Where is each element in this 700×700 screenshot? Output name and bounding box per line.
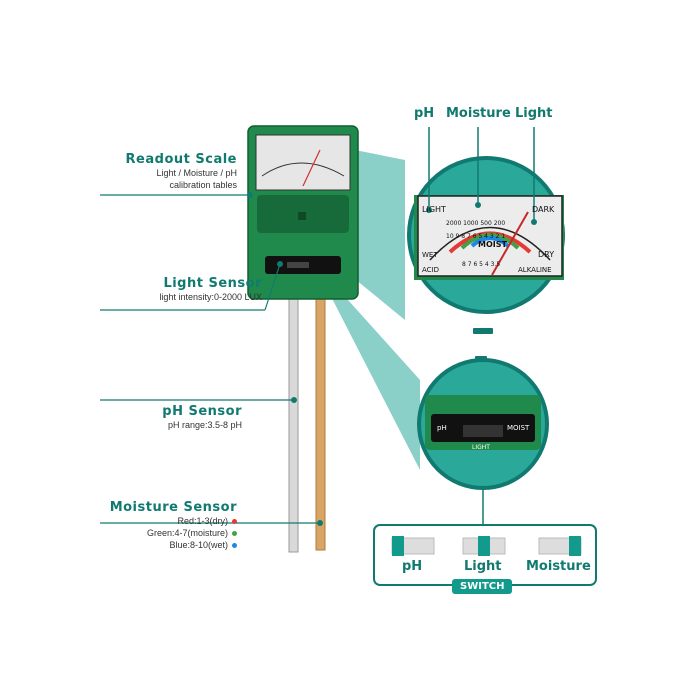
blue-dot-icon [232,543,237,549]
moisture-probe [315,289,326,551]
device-screw [298,212,306,220]
moisture-red-row: Red:1-3(dry) [87,515,237,527]
meter-acid: ACID [422,266,439,274]
device-switch-slider [287,262,309,268]
moisture-green-row: Green:4-7(moisture) [87,527,237,539]
light-switch-knob [478,536,490,556]
light-title: Light Sensor [163,276,262,291]
readout-sub2: calibration tables [169,180,237,190]
light-leader-2 [264,263,281,311]
moisture-callout: Moisture Sensor Red:1-3(dry) Green:4-7(m… [87,500,237,551]
meter-wet: WET [422,251,438,259]
ph-leader-dot [291,397,297,403]
readout-sub1: Light / Moisture / pH [156,168,237,178]
switch-panel-light: LIGHT [472,444,490,451]
meter-alkaline: ALKALINE [518,266,552,274]
ph-switch-knob [392,536,404,556]
moisture-leader-dot [317,520,323,526]
zoom-switch-slider [463,425,503,437]
light-callout: Light Sensor light intensity:0-2000 LUX [92,276,262,303]
ph-probe [288,289,299,553]
ph-title: pH Sensor [162,404,242,419]
switch-beam [320,275,420,470]
readout-callout: Readout Scale Light / Moisture / pH cali… [97,152,237,191]
ph-sub1: pH range:3.5-8 pH [167,420,242,430]
green-dot-icon [232,531,237,537]
device-readout [255,134,351,191]
zoom-arc-outer [429,226,551,261]
moisture-blue: Blue:8-10(wet) [169,540,228,550]
moisture-green: Green:4-7(moisture) [146,528,228,538]
light-leader-dot [277,261,283,267]
zoom-needle [491,211,529,276]
meter-dark: DARK [532,205,555,214]
moisture-title: Moisture Sensor [109,500,237,515]
readout-beam [350,150,405,320]
readout-title: Readout Scale [125,152,237,167]
light-pointer-dot [531,219,537,225]
moisture-switch-knob [569,536,581,556]
moisture-pointer-dot [475,202,481,208]
top-label-moisture: Moisture [446,106,511,121]
zoom-arc-green [460,233,520,250]
red-dot-icon [232,519,237,525]
meter-scale-top: 2000 1000 500 200 [446,220,505,227]
light-sub1: light intensity:0-2000 LUX [159,292,262,302]
zoom-tab [473,328,493,334]
meter-scale-ph: 8 7 6 5 4 3.5 [462,261,500,268]
legend-ph: pH [402,559,423,574]
readout-leader-dot [247,192,253,198]
ph-callout: pH Sensor pH range:3.5-8 pH [92,404,242,431]
device-arc [261,162,345,177]
meter-moist: MOIST [478,240,508,249]
meter-dry: DRY [538,250,554,259]
device-needle [302,149,321,187]
switch-panel-moist: MOIST [507,424,530,432]
legend-title: SWITCH [452,579,513,594]
legend-light: Light [464,559,502,574]
meter-light: LIGHT [422,205,446,214]
top-label-ph: pH [414,106,435,121]
switch-panel-ph: pH [437,424,447,432]
zoom-arc-blue [470,236,510,248]
ph-pointer-dot [426,207,432,213]
top-label-light: Light [515,106,553,121]
moisture-red: Red:1-3(dry) [177,516,228,526]
moisture-blue-row: Blue:8-10(wet) [87,539,237,551]
legend-moisture: Moisture [526,559,591,574]
meter-scale-mid: 10 9 8 7 6 5 4 3 2 1 [446,233,505,240]
